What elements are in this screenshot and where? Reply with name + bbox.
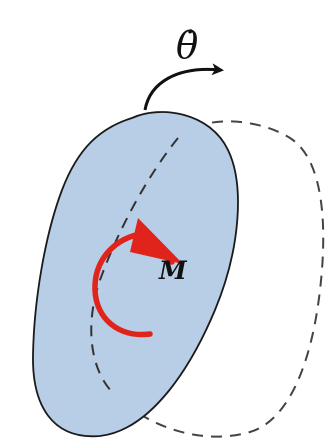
- angular-velocity-label: θ̇: [176, 24, 198, 67]
- moment-arrow: [92, 231, 175, 338]
- moment-label: M: [158, 256, 188, 285]
- moment-arrowhead: [130, 218, 183, 264]
- rigid-body: [32, 111, 239, 438]
- rotated-body-outline: [90, 120, 325, 438]
- rotated-body-inner-edge: [90, 137, 179, 393]
- rotation-arrow: [143, 63, 224, 111]
